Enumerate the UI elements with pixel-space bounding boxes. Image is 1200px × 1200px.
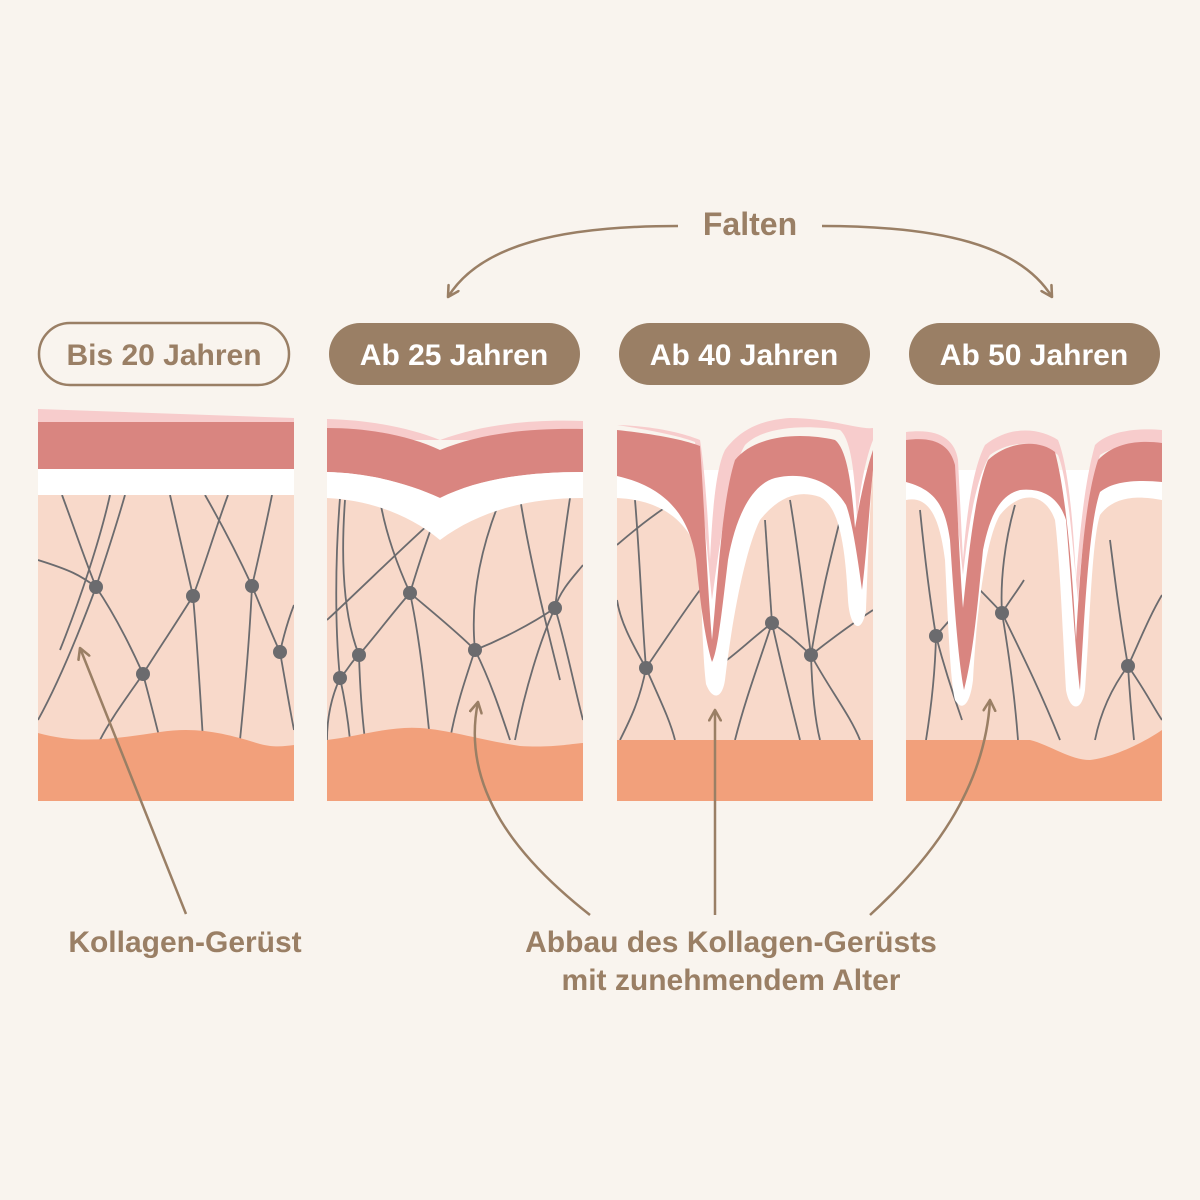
stage-label-text: Ab 50 Jahren [940,339,1128,372]
skin-panel-4 [906,429,1162,801]
epidermis-surface [38,409,294,426]
arrow-abbau-25 [475,702,591,916]
stage-label-text: Ab 40 Jahren [650,339,838,372]
falten-label: Falten [703,206,797,242]
stage-pill-filled [909,323,1160,385]
subcutis [38,730,294,801]
epidermis-surface [617,418,873,600]
stage-pill-outline [37,321,291,387]
collagen-fibers [617,497,873,741]
falten-arrow-left [448,224,679,297]
skin-panel-2 [327,419,583,801]
annotation-abbau-line2: mit zunehmendem Alter [562,964,901,997]
collagen-nodes [89,579,287,681]
stage-pill-filled [329,323,580,385]
collagen-nodes [639,616,818,675]
epidermis [327,428,583,498]
skin-panel-1 [38,409,294,801]
basement-membrane [327,472,583,540]
falten-arrow-right [821,224,1052,297]
annotation-arrows [80,648,990,916]
falten-group: Falten [448,206,1052,297]
epidermis [38,422,294,469]
stage-label-text: Ab 25 Jahren [360,339,548,372]
epidermis [906,439,1162,690]
subcutis [327,727,583,801]
stage-label-2: Ab 25 Jahren [329,323,580,385]
annotation-kollagen-geruest: Kollagen-Gerüst [68,926,301,959]
subcutis [617,740,873,801]
collagen-nodes [333,586,562,685]
stage-label-3: Ab 40 Jahren [619,323,870,385]
arrow-abbau-50 [869,700,990,916]
arrow-kollagen [80,648,188,915]
basement-membrane [38,469,294,495]
collagen-nodes [929,606,1135,673]
annotation-abbau-line1: Abbau des Kollagen-Gerüsts [525,926,937,959]
stage-label-4: Ab 50 Jahren [909,323,1160,385]
skin-panel-3 [617,418,873,801]
epidermis [617,430,873,662]
stage-label-1: Bis 20 Jahren [37,321,291,387]
stage-label-text: Bis 20 Jahren [66,339,261,372]
stage-pill-filled [619,323,870,385]
